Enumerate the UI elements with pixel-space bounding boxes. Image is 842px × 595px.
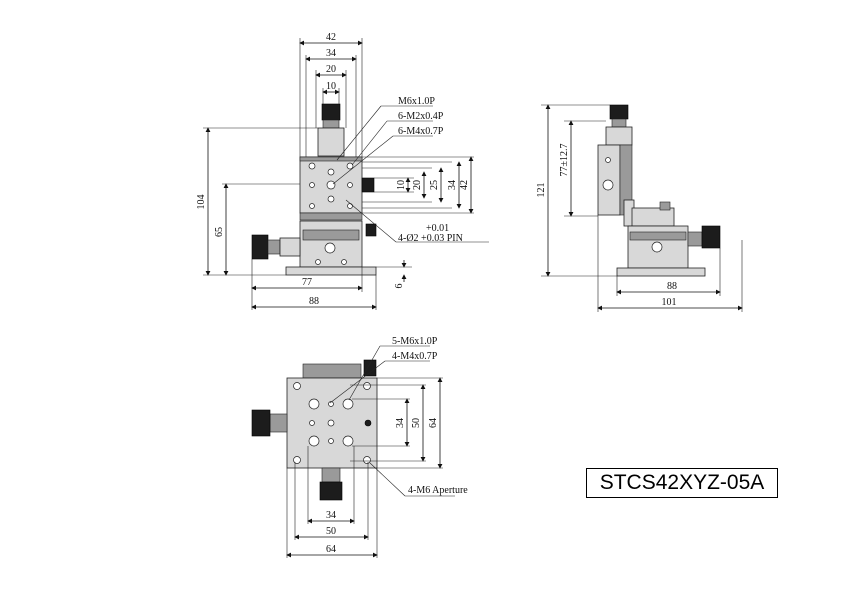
front-dim-left-2: 65 [214,227,225,237]
front-callout-3: 6-M4x0.7P [398,126,444,137]
x-micrometer-knob [251,234,269,260]
top-micrometer-knob [321,103,341,121]
front-callout-2: 6-M2x0.4P [398,111,444,122]
front-dim-right-1: 10 [396,180,407,190]
top-dim-right-2: 50 [411,418,422,428]
front-dim-right-4: 34 [447,180,458,190]
front-dim-top-1: 42 [326,32,336,43]
side-dim-bottom-2: 101 [662,297,677,308]
front-dim-base: 6 [394,284,405,289]
front-dim-bottom-2: 88 [309,296,319,307]
front-callout-1: M6x1.0P [398,96,435,107]
top-dim-bottom-1: 34 [326,510,336,521]
front-view: 42 34 20 10 M6x1.0P 6-M2x0.4P 6-M4x0.7P … [196,32,489,310]
side-view: 121 77±12.7 88 101 [536,104,743,312]
front-dim-bottom-1: 77 [302,277,312,288]
top-dim-bottom-3: 64 [326,544,336,555]
side-base-plate [616,267,706,277]
side-dim-left-2: 77±12.7 [559,144,570,177]
front-dim-right-5: 42 [459,180,470,190]
front-pin-callout: 4-Ø2 +0.03 PIN [398,233,463,244]
front-dim-right-3: 25 [429,180,440,190]
top-callout-1: 5-M6x1.0P [392,336,438,347]
top-dim-right-1: 34 [395,418,406,428]
top-callout-2: 4-M4x0.7P [392,351,438,362]
front-dim-left-1: 104 [196,195,207,210]
top-view: 5-M6x1.0P 4-M4x0.7P 4-M6 Aperture 34 50 … [251,336,468,558]
top-dim-right-3: 64 [428,418,439,428]
front-dim-top-4: 10 [326,81,336,92]
top-dim-bottom-2: 50 [326,526,336,537]
side-dim-bottom-1: 88 [667,281,677,292]
top-left-knob [251,409,271,437]
side-dim-left-1: 121 [536,183,547,198]
front-dim-top-3: 20 [326,64,336,75]
front-dim-right-2: 20 [412,180,423,190]
top-bottom-knob [319,481,343,501]
side-top-knob [609,104,629,120]
front-pin-tolerance: +0.01 [426,223,449,234]
side-right-knob [701,225,721,249]
front-dim-top-2: 34 [326,48,336,59]
front-base-plate [285,266,377,276]
model-number: STCS42XYZ-05A [586,468,778,498]
top-aperture-callout: 4-M6 Aperture [408,485,468,496]
